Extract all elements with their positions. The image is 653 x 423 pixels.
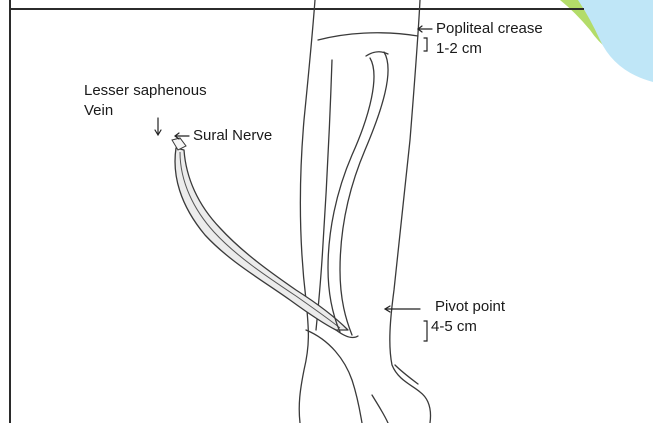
flap-strip xyxy=(172,138,348,330)
leg-outline-right xyxy=(390,0,431,423)
popliteal-crease-label: Popliteal crease xyxy=(436,20,543,38)
sural-nerve-label: Sural Nerve xyxy=(193,127,272,145)
popliteal-distance-label: 1-2 cm xyxy=(436,40,482,58)
popliteal-bracket xyxy=(424,38,427,51)
lesser-saphenous-label-line1: Lesser saphenous xyxy=(84,82,207,100)
leg-outline xyxy=(299,0,315,423)
incision-inner xyxy=(328,58,374,332)
pivot-bracket xyxy=(424,321,427,341)
pivot-point-label: Pivot point xyxy=(435,298,505,316)
ankle-detail xyxy=(372,395,388,423)
pivot-distance-label: 4-5 cm xyxy=(431,318,477,336)
incision-outer xyxy=(340,52,388,335)
heel-outline xyxy=(306,330,362,423)
lesser-saphenous-label-line2: Vein xyxy=(84,102,113,120)
popliteal-crease-line xyxy=(318,33,418,40)
